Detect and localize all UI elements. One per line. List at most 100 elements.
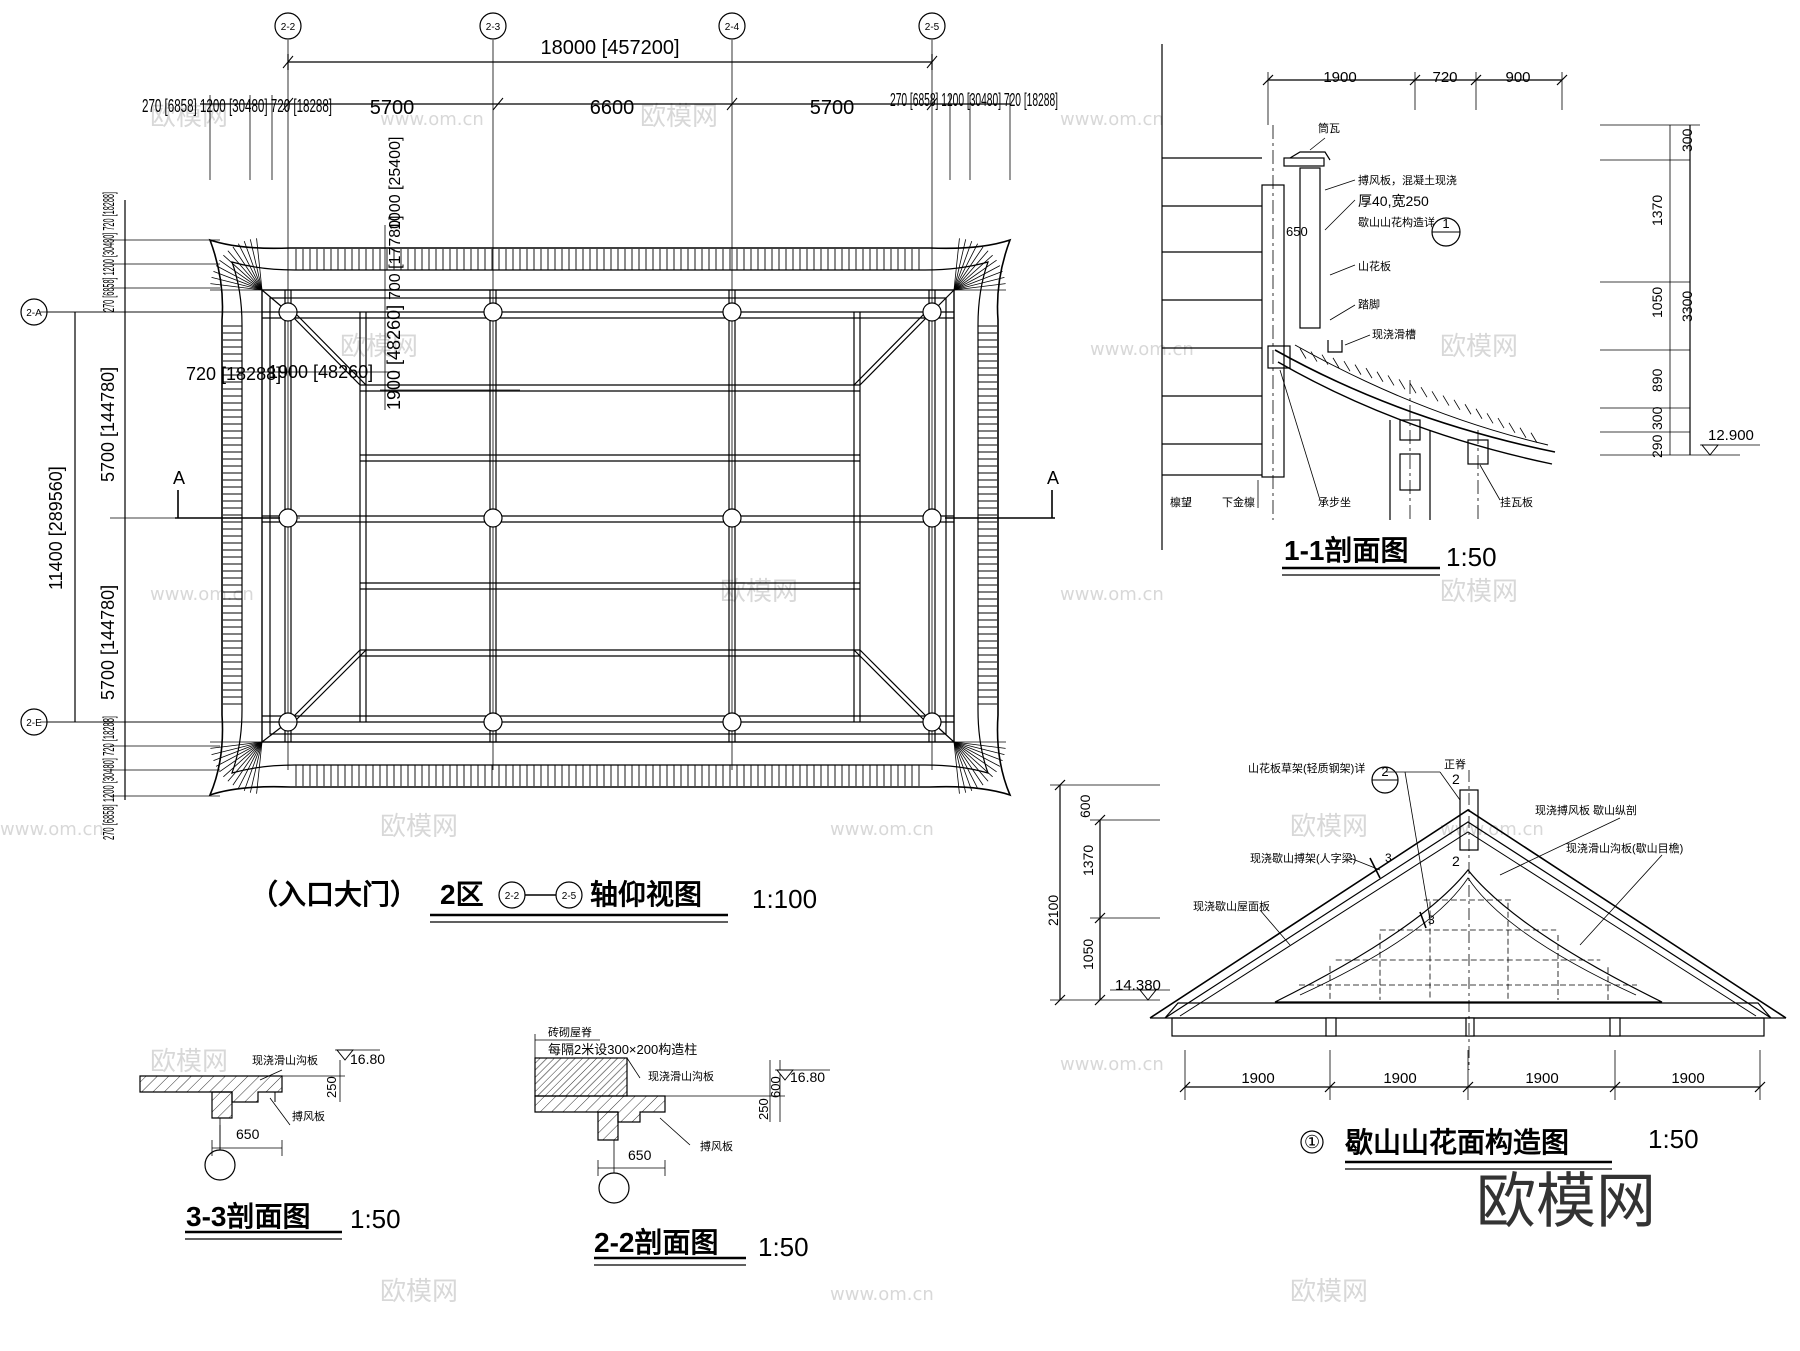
roof-tile	[1310, 351, 1318, 362]
axis-label-top: 2-3	[486, 22, 501, 33]
corner-rafter	[953, 741, 989, 782]
roof-tile	[1376, 371, 1384, 382]
corner-rafter	[256, 238, 263, 291]
s11-dim-650: 650	[1286, 224, 1308, 239]
corner-rafter	[223, 254, 263, 291]
column	[722, 508, 742, 528]
s11-elevation: 12.900	[1708, 427, 1754, 444]
corner-rafter	[953, 240, 973, 291]
s11-right-300b: 300	[1649, 406, 1665, 430]
plan-bay-right: 5700	[810, 97, 855, 119]
s11-label-seat: 承步坐	[1318, 496, 1351, 509]
corner-rafter	[953, 741, 960, 794]
axis-label-top: 2-5	[925, 22, 940, 33]
column	[922, 302, 942, 322]
s11-title: 1-1剖面图	[1284, 534, 1408, 566]
corner-rafter	[953, 254, 993, 291]
corner-rafter	[238, 741, 263, 789]
corner-rafter	[953, 741, 967, 793]
section-1-1-tiles	[1299, 348, 1538, 443]
corner-rafter	[223, 741, 263, 778]
plan-section-mark-left: A	[173, 468, 185, 488]
column	[922, 712, 942, 732]
gable-bottom-1: 1900	[1241, 1070, 1274, 1087]
corner-rafter	[232, 246, 263, 291]
corner-rafter	[953, 741, 984, 786]
roof-tile	[1332, 357, 1340, 369]
watermark: 欧模网	[380, 1277, 458, 1307]
corner-rafter	[243, 741, 263, 792]
plan-overall-depth: 11400 [289560]	[46, 466, 66, 590]
gable-dim-600: 600	[1077, 794, 1093, 818]
s11-label-gable: 山花板	[1358, 259, 1391, 273]
column	[722, 302, 742, 322]
s33-elev: 16.80	[350, 1051, 385, 1067]
s33-dim-650: 650	[236, 1126, 260, 1142]
section-3-3	[139, 1049, 380, 1240]
plan-inner-dim-v: 1900 [48260]	[384, 305, 404, 410]
watermark: 欧模网	[1440, 577, 1518, 607]
corner-rafter	[238, 243, 263, 291]
plan-overall-width: 18000 [457200]	[540, 37, 679, 59]
roof-tile	[1431, 391, 1439, 402]
column	[483, 508, 503, 528]
axis-bubble-top	[274, 12, 302, 40]
corner-rafter	[219, 259, 263, 291]
s22-dim-650: 650	[628, 1147, 652, 1163]
rafters-right	[978, 325, 997, 705]
s11-label-purlin: 檩望	[1170, 495, 1192, 509]
corner-rafter	[249, 741, 263, 793]
rafters-top	[295, 249, 920, 270]
gable-dim-2100: 2100	[1045, 895, 1061, 926]
plan-inner-dim-v3: 1000 [25400]	[387, 137, 404, 230]
column	[483, 712, 503, 732]
axis-bubble-top	[479, 12, 507, 40]
roof-tile	[1519, 427, 1527, 438]
s11-label-tile: 筒瓦	[1318, 121, 1340, 135]
roof-tile	[1321, 354, 1329, 365]
corner-rafter	[210, 283, 263, 291]
watermark: 欧模网	[720, 577, 798, 607]
roof-tile	[1409, 382, 1417, 394]
corner-rafter	[953, 277, 1005, 291]
axis-label-left: 2-E	[26, 718, 42, 729]
s22-label-col: 每隔2米设300×200构造柱	[548, 1042, 697, 1057]
roof-tile	[1508, 422, 1516, 434]
corner-rafter	[215, 741, 263, 767]
gable-bottom-2: 1900	[1383, 1070, 1416, 1087]
s11-label-lower: 下金檩	[1222, 495, 1255, 509]
s22-scale: 1:50	[758, 1232, 809, 1262]
corner-rafter	[953, 243, 978, 291]
s11-callout: 1	[1442, 216, 1449, 231]
gable-label-frame: 山花板草架(轻质钢架)详	[1248, 761, 1365, 775]
plan-view	[40, 40, 1055, 800]
roof-tile	[1475, 408, 1483, 419]
corner-rafter	[243, 240, 263, 291]
corner-rafter	[953, 741, 1006, 749]
watermark: 欧模网	[640, 102, 718, 132]
watermark: 欧模网	[150, 102, 228, 132]
plan-depth-bottom: 5700 [144780]	[98, 585, 118, 700]
plan-inner-dim-h2: 1900 [48260]	[268, 362, 373, 382]
corner-rafter	[213, 270, 263, 291]
s22-dim-250: 250	[756, 1098, 771, 1120]
plan-title-zone: 2区	[440, 879, 484, 910]
s11-label-hang: 挂瓦板	[1500, 495, 1533, 509]
plan-title-scale: 1:100	[752, 884, 817, 914]
s22-title: 2-2剖面图	[594, 1226, 718, 1258]
corner-rafter	[219, 741, 263, 773]
roof-tile	[1530, 432, 1538, 443]
s22-label-barge: 搏风板	[700, 1139, 733, 1153]
gable-bottom-3: 1900	[1525, 1070, 1558, 1087]
roof-tile	[1354, 364, 1362, 375]
rafters-bottom	[295, 765, 920, 786]
gable-mark-3: 3	[1385, 851, 1392, 865]
plan-texts: 18000 [457200] 5700 6600 5700 270 [6858]…	[46, 37, 1059, 840]
watermark: 欧模网	[1290, 812, 1368, 842]
s11-label-gutter: 现浇滑槽	[1372, 328, 1416, 341]
gable-elevation	[1050, 766, 1787, 1170]
gable-label-truss: 现浇歇山搏架(人字梁)	[1250, 851, 1356, 865]
corner-rafter	[953, 741, 1005, 755]
plan-bottom-stack: 270 [6858] 1200 [30480] 720 [18288]	[101, 716, 118, 840]
